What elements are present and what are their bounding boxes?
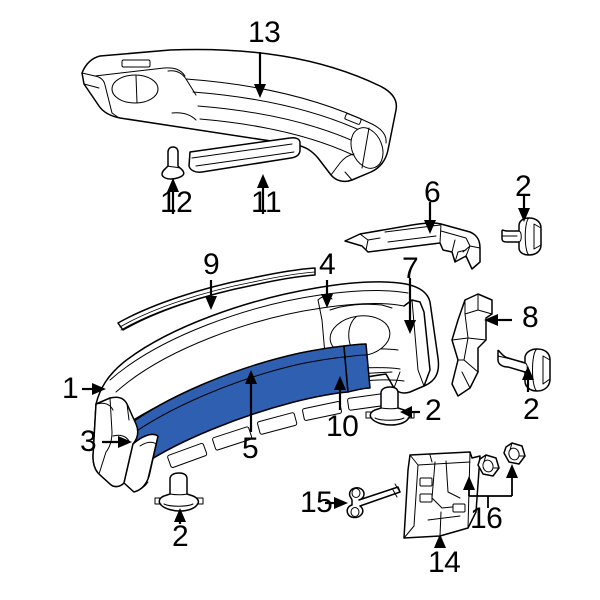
part-2-push-in-nut-mid xyxy=(365,386,415,426)
callout-6[interactable]: 6 xyxy=(424,176,441,209)
bumper-vent-slots xyxy=(167,393,385,469)
callout-7[interactable]: 7 xyxy=(402,252,419,285)
callout-10[interactable]: 10 xyxy=(326,410,359,443)
part-2-push-in-nut-lower xyxy=(154,472,204,512)
callout-2-mid[interactable]: 2 xyxy=(425,394,442,427)
callout-12[interactable]: 12 xyxy=(160,186,193,219)
callout-14[interactable]: 14 xyxy=(428,546,461,579)
callout-11[interactable]: 11 xyxy=(251,186,282,219)
part-9-trim-molding xyxy=(117,267,316,331)
callout-4[interactable]: 4 xyxy=(319,248,336,281)
leader-lines xyxy=(82,52,534,548)
callout-16[interactable]: 16 xyxy=(470,502,503,535)
callout-5[interactable]: 5 xyxy=(242,432,259,465)
part-6-side-bracket xyxy=(344,222,481,270)
callout-2-lower-left[interactable]: 2 xyxy=(172,520,189,553)
part-11-filler-strip xyxy=(188,137,301,173)
part-16-hex-nuts xyxy=(477,442,526,477)
callout-2-upper-right[interactable]: 2 xyxy=(515,170,532,203)
callout-1[interactable]: 1 xyxy=(62,372,79,405)
part-5-highlighted-applique xyxy=(123,343,371,465)
part-12-push-pin xyxy=(161,146,185,180)
callout-2-right[interactable]: 2 xyxy=(523,393,540,426)
part-8-side-support-bracket xyxy=(451,293,493,397)
part-14-mounting-plate xyxy=(403,451,481,539)
callout-8[interactable]: 8 xyxy=(522,301,539,334)
part-2-hex-flange-bolt-right xyxy=(497,348,551,392)
callout-9[interactable]: 9 xyxy=(203,248,220,281)
part-2-flange-bolt-upper xyxy=(501,217,542,256)
part-15-support-strut xyxy=(346,483,401,519)
callout-3[interactable]: 3 xyxy=(80,425,97,458)
callout-15[interactable]: 15 xyxy=(300,486,333,519)
callout-13[interactable]: 13 xyxy=(248,16,281,49)
